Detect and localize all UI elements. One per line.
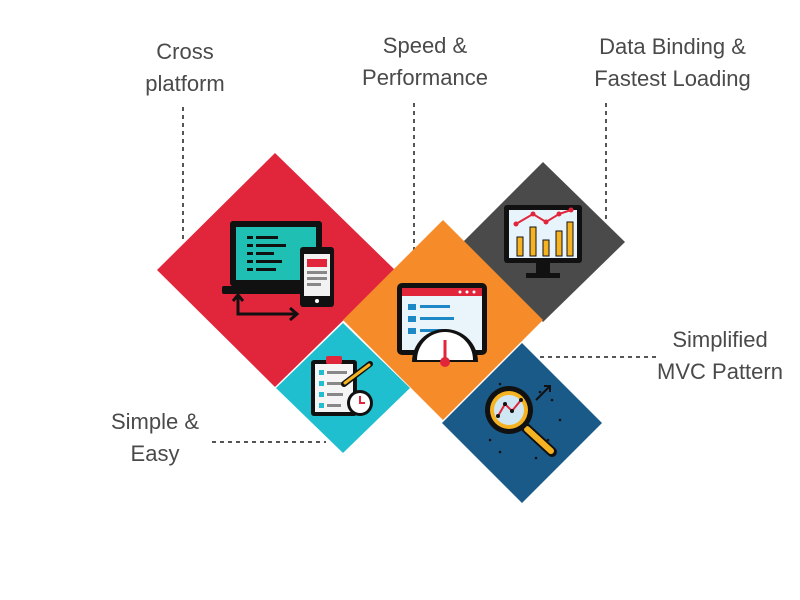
label-line: Fastest Loading [594, 66, 751, 91]
label-line: Simplified [672, 327, 768, 352]
label-line: platform [145, 71, 225, 96]
monitor-bar-chart-icon [504, 205, 582, 278]
label-cross-platform: Cross platform [110, 36, 260, 100]
magnifier-analytics-icon [485, 382, 562, 460]
browser-speedometer-icon [397, 283, 487, 367]
label-simplified-mvc: Simplified MVC Pattern [640, 324, 800, 388]
label-line: Simple & [110, 409, 200, 434]
label-data-binding: Data Binding & Fastest Loading [560, 31, 785, 95]
label-line: Easy [130, 441, 180, 466]
label-speed-performance: Speed & Performance [335, 30, 515, 94]
label-line: Data Binding & [599, 34, 746, 59]
checklist-clock-icon [311, 356, 373, 416]
label-simple-easy: Simple & Easy [95, 406, 215, 470]
label-line: Cross [156, 39, 214, 64]
label-line: Performance [362, 65, 488, 90]
label-line: Speed & [382, 33, 468, 58]
connector-lines [182, 103, 658, 443]
laptop-and-phone-icon [222, 221, 334, 322]
label-line: MVC Pattern [657, 359, 783, 384]
